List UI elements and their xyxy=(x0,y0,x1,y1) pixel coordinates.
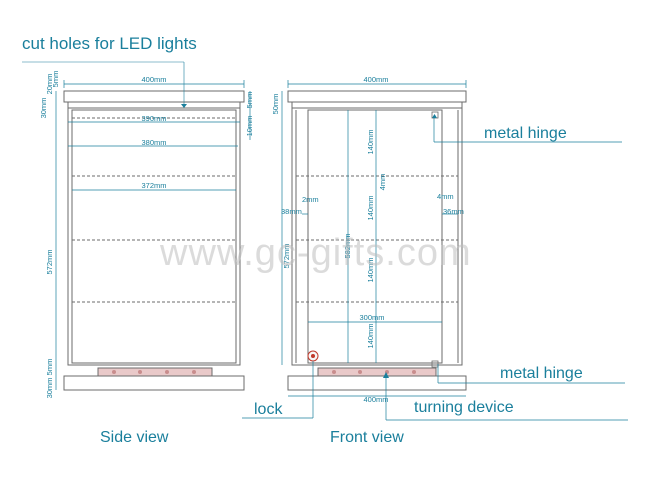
front-4-right-label: 4mm xyxy=(437,192,454,201)
side-572-label: 572mm xyxy=(45,249,54,274)
side-view-label: Side view xyxy=(100,429,169,446)
side-5-bottom-label: 5mm xyxy=(45,359,54,376)
front-140-d-label: 140mm xyxy=(366,323,375,348)
front-top-lid-inner xyxy=(291,101,463,109)
front-140-c-label: 140mm xyxy=(366,257,375,282)
front-36-right-label: 36mm xyxy=(443,207,464,216)
side-view-dimlines xyxy=(22,61,251,390)
front-top-lid xyxy=(287,90,467,103)
front-38-left-label: 38mm xyxy=(281,207,302,216)
front-view-dimlines xyxy=(242,80,628,421)
side-30-bottom-label: 30mm xyxy=(45,378,54,399)
side-20-label: 20mm xyxy=(45,74,54,95)
side-10-right-label: 10mm xyxy=(245,116,254,137)
front-4-center-label: 4mm xyxy=(378,174,387,191)
front-2-left-label: 2mm xyxy=(302,195,319,204)
callout-lock: lock xyxy=(254,401,283,418)
front-140-a-label: 140mm xyxy=(366,129,375,154)
front-140-b-label: 140mm xyxy=(366,195,375,220)
callout-led-holes: cut holes for LED lights xyxy=(22,34,197,53)
callout-turning-device: turning device xyxy=(414,399,514,416)
side-30-top-label: 30mm xyxy=(39,98,48,119)
front-hinge-bottom xyxy=(431,360,439,368)
turning-arrow-icon xyxy=(383,372,389,378)
side-top-lid-inner xyxy=(67,101,241,109)
side-body xyxy=(67,107,241,366)
side-5-top-label: 5mm xyxy=(51,71,60,88)
side-width-label: 400mm xyxy=(141,75,166,84)
front-width-bottom-label: 400mm xyxy=(363,395,388,404)
front-582-center-label: 582mm xyxy=(343,233,352,258)
front-view-label: Front view xyxy=(330,429,404,446)
hinge-top-arrow-icon xyxy=(432,114,437,118)
callout-metal-hinge-top: metal hinge xyxy=(484,125,567,142)
watermark: www.gc-gifts.com xyxy=(160,232,472,274)
side-380-label: 380mm xyxy=(141,138,166,147)
front-300-label: 300mm xyxy=(359,313,384,322)
side-390-label: 390mm xyxy=(141,114,166,123)
front-50-label: 50mm xyxy=(271,94,280,115)
side-base xyxy=(63,375,245,391)
front-view-cabinet xyxy=(287,90,467,391)
front-width-top-label: 400mm xyxy=(363,75,388,84)
led-arrow-icon xyxy=(181,104,187,108)
lock-icon xyxy=(307,350,319,362)
side-top-lid xyxy=(63,90,245,103)
front-body-inner xyxy=(307,109,443,364)
callout-metal-hinge-bottom: metal hinge xyxy=(500,365,583,382)
side-body-inner xyxy=(71,109,237,364)
side-372-label: 372mm xyxy=(141,181,166,190)
side-5-right-label: 5mm xyxy=(245,92,254,109)
side-view-cabinet xyxy=(63,90,245,391)
front-body xyxy=(291,107,463,366)
front-572-left-label: 572mm xyxy=(282,243,291,268)
